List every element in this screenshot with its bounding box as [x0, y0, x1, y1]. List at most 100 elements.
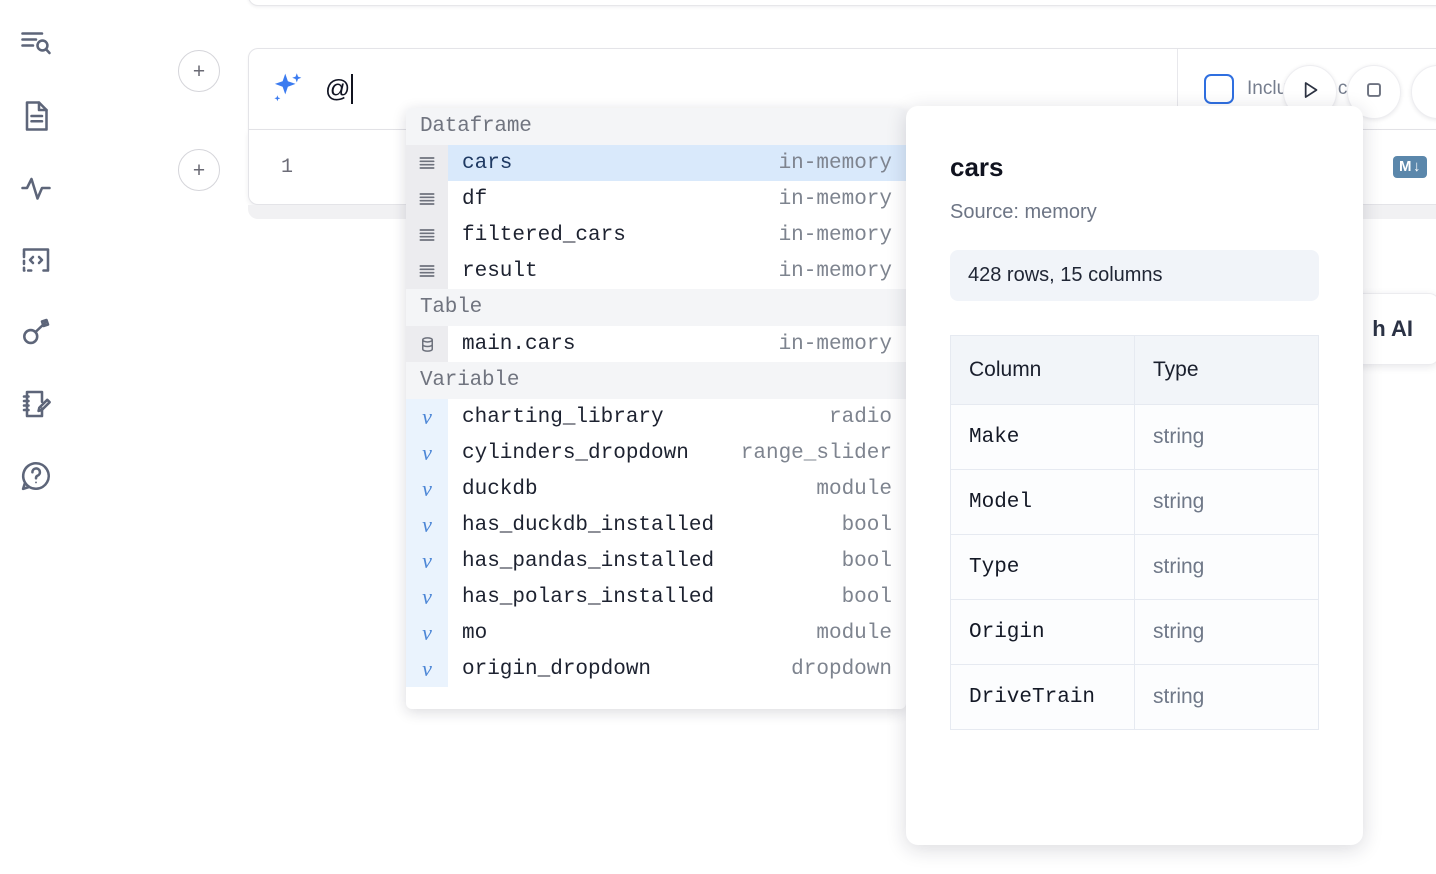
- autocomplete-item-type: bool: [841, 585, 892, 609]
- preview-column-type: string: [1134, 404, 1319, 470]
- autocomplete-item-type: in-memory: [778, 187, 892, 211]
- autocomplete-group-header: Dataframe: [406, 108, 906, 145]
- autocomplete-item-type: radio: [828, 405, 892, 429]
- table-header-row: Column Type: [950, 335, 1319, 405]
- autocomplete-item-name: main.cars: [462, 332, 576, 356]
- autocomplete-item[interactable]: cars in-memory: [406, 145, 906, 181]
- autocomplete-item-name: filtered_cars: [462, 223, 626, 247]
- markdown-icon[interactable]: M↓: [1393, 155, 1427, 179]
- autocomplete-item-name: has_duckdb_installed: [462, 513, 715, 537]
- dataframe-rows-icon: [406, 217, 448, 253]
- autocomplete-item-type: range_slider: [740, 441, 892, 465]
- autocomplete-item-name: has_polars_installed: [462, 585, 715, 609]
- code-line-number: 1: [280, 155, 293, 179]
- scratchpad-edit-icon: [18, 386, 54, 422]
- autocomplete-item[interactable]: v charting_library radio: [406, 399, 906, 435]
- autocomplete-item[interactable]: v has_polars_installed bool: [406, 579, 906, 615]
- ai-prompt-value: @: [325, 74, 351, 103]
- more-actions-button[interactable]: [1411, 65, 1436, 119]
- preview-column-name: Type: [950, 534, 1135, 600]
- explore-outline-icon: [18, 26, 54, 62]
- autocomplete-item-type: module: [816, 621, 892, 645]
- autocomplete-item-name: mo: [462, 621, 488, 645]
- preview-column-name: DriveTrain: [950, 664, 1135, 730]
- column-header-type: Type: [1134, 335, 1319, 405]
- variable-icon: v: [406, 651, 448, 687]
- sidebar-item-scratchpad[interactable]: [12, 378, 60, 430]
- autocomplete-item[interactable]: v cylinders_dropdown range_slider: [406, 435, 906, 471]
- ai-prompt-input[interactable]: @: [325, 49, 1177, 129]
- preview-title: cars: [950, 152, 1004, 182]
- code-snippets-icon: [18, 242, 54, 278]
- variable-icon: v: [406, 435, 448, 471]
- preview-column-name: Origin: [950, 599, 1135, 665]
- add-cell-below-button[interactable]: +: [178, 149, 220, 191]
- preview-column-type: string: [1134, 469, 1319, 535]
- dataframe-preview-panel: cars Source: memory 428 rows, 15 columns…: [906, 106, 1363, 845]
- preview-column-type: string: [1134, 534, 1319, 600]
- sidebar-item-help[interactable]: [12, 450, 60, 502]
- autocomplete-item-name: result: [462, 259, 538, 283]
- column-header-column: Column: [950, 335, 1135, 405]
- preview-source: Source: memory: [950, 201, 1097, 223]
- notebook-canvas: + + @ Include all code: [72, 0, 1436, 874]
- previous-cell-card: [248, 0, 1436, 6]
- sidebar-item-files[interactable]: [12, 90, 60, 142]
- sidebar-item-snippets[interactable]: [12, 234, 60, 286]
- autocomplete-item-name: has_pandas_installed: [462, 549, 715, 573]
- database-icon: [406, 326, 448, 362]
- play-icon: [1297, 77, 1323, 108]
- sidebar-rail: [0, 0, 72, 874]
- autocomplete-item-type: dropdown: [791, 657, 892, 681]
- preview-column-name: Model: [950, 469, 1135, 535]
- dataframe-rows-icon: [406, 253, 448, 289]
- autocomplete-item[interactable]: filtered_cars in-memory: [406, 217, 906, 253]
- secrets-key-icon: [18, 314, 54, 350]
- variable-icon: v: [406, 543, 448, 579]
- markdown-arrow: ↓: [1413, 157, 1421, 175]
- autocomplete-item-name: origin_dropdown: [462, 657, 652, 681]
- autocomplete-item-name: charting_library: [462, 405, 664, 429]
- autocomplete-group-header: Table: [406, 289, 906, 326]
- ai-sparkle-icon: [249, 49, 325, 129]
- variable-icon: v: [406, 471, 448, 507]
- stop-square-icon: [1361, 77, 1387, 108]
- autocomplete-item-type: bool: [841, 513, 892, 537]
- markdown-letter: M: [1399, 157, 1412, 175]
- autocomplete-item[interactable]: v has_pandas_installed bool: [406, 543, 906, 579]
- autocomplete-item-name: cars: [462, 151, 513, 175]
- add-cell-above-button[interactable]: +: [178, 50, 220, 92]
- preview-shape-badge: 428 rows, 15 columns: [950, 250, 1319, 301]
- variable-icon: v: [406, 399, 448, 435]
- sidebar-item-activity[interactable]: [12, 162, 60, 214]
- sidebar-item-outline[interactable]: [12, 18, 60, 70]
- include-all-code-checkbox[interactable]: [1204, 74, 1234, 104]
- autocomplete-item[interactable]: df in-memory: [406, 181, 906, 217]
- dataframe-rows-icon: [406, 181, 448, 217]
- autocomplete-item-type: in-memory: [778, 223, 892, 247]
- file-document-icon: [18, 98, 54, 134]
- autocomplete-item-name: cylinders_dropdown: [462, 441, 689, 465]
- dataframe-rows-icon: [406, 145, 448, 181]
- variable-icon: v: [406, 579, 448, 615]
- variable-icon: v: [406, 615, 448, 651]
- help-chat-icon: [18, 458, 54, 494]
- preview-column-type: string: [1134, 664, 1319, 730]
- sidebar-item-secrets[interactable]: [12, 306, 60, 358]
- text-caret: [351, 74, 354, 104]
- autocomplete-group-header: Variable: [406, 362, 906, 399]
- autocomplete-item[interactable]: v origin_dropdown dropdown: [406, 651, 906, 687]
- autocomplete-item-type: in-memory: [778, 151, 892, 175]
- autocomplete-item-name: df: [462, 187, 488, 211]
- autocomplete-item-type: bool: [841, 549, 892, 573]
